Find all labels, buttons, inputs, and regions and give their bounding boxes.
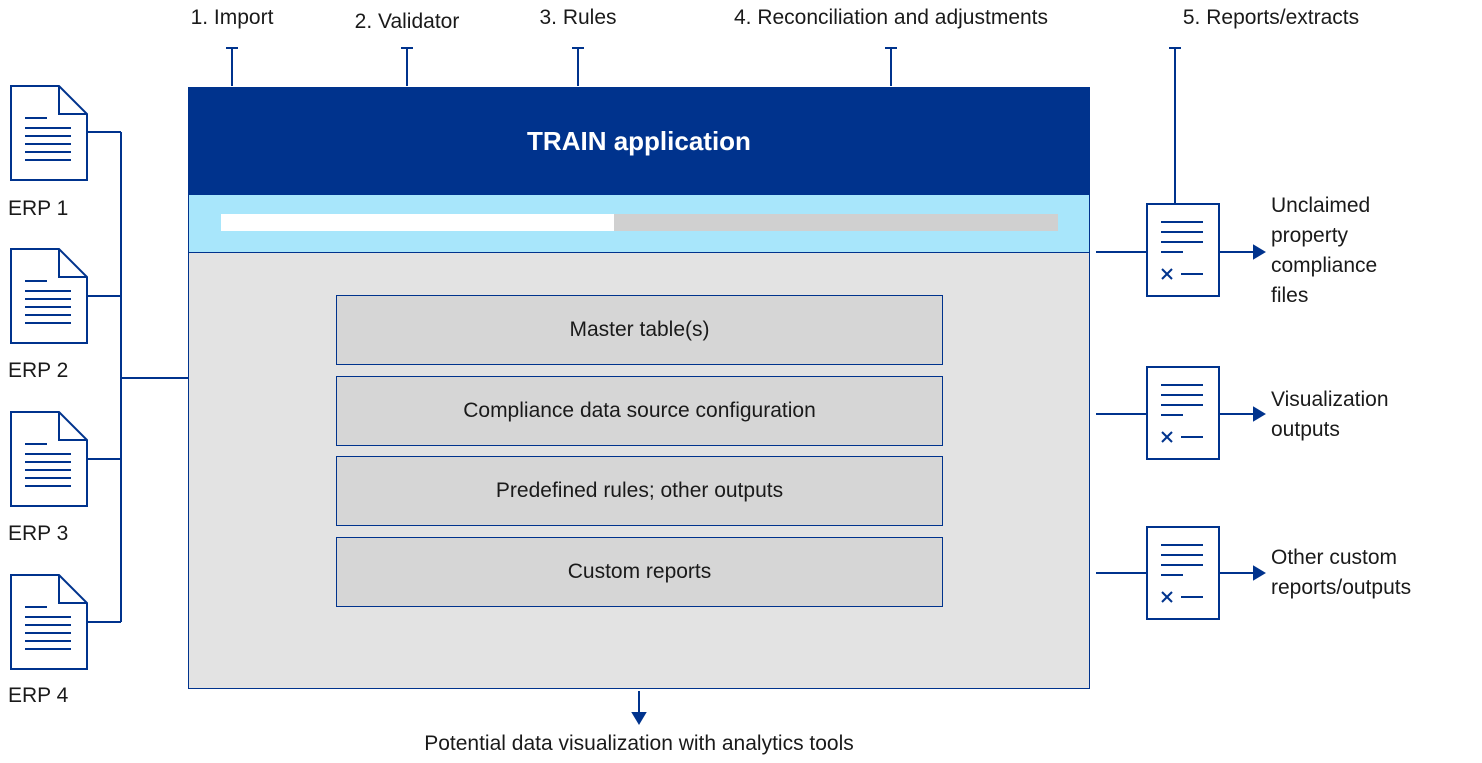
step-tick-5	[1169, 47, 1181, 203]
document-lines-icon	[10, 411, 88, 507]
module-predefined-rules: Predefined rules; other outputs	[336, 456, 943, 526]
output-label-custom: Other custom reports/outputs	[1271, 543, 1411, 603]
step-tick-4	[885, 47, 897, 86]
output-label-line: property	[1271, 224, 1349, 247]
output-label-line: Visualization	[1271, 388, 1389, 411]
erp-label-1: ERP 1	[8, 197, 69, 220]
output-label-line: files	[1271, 284, 1309, 307]
step-tick-2	[401, 47, 413, 86]
output-label-line: Other custom	[1271, 546, 1398, 569]
output-label-line: outputs	[1271, 418, 1340, 441]
arrow-right-icon	[1220, 565, 1266, 581]
step-tick-3	[572, 47, 584, 86]
document-lines-icon	[10, 248, 88, 344]
document-lines-icon	[10, 574, 88, 670]
arrow-down-icon	[631, 691, 647, 725]
arrow-right-icon	[1220, 406, 1266, 422]
step-label-reconciliation: 4. Reconciliation and adjustments	[733, 6, 1049, 29]
bottom-caption: Potential data visualization with analyt…	[424, 732, 854, 755]
step-label-import: 1. Import	[190, 6, 274, 29]
output-label-unclaimed: Unclaimed property compliance files	[1271, 191, 1377, 311]
document-check-icon	[1146, 526, 1220, 620]
step-label-rules: 3. Rules	[539, 6, 617, 29]
erp-label-2: ERP 2	[8, 359, 69, 382]
erp-label-4: ERP 4	[8, 684, 69, 707]
module-custom-reports: Custom reports	[336, 537, 943, 607]
progress-bar-fill	[221, 214, 615, 231]
step-label-reports: 5. Reports/extracts	[1182, 6, 1360, 29]
app-title: TRAIN application	[189, 88, 1089, 195]
output-label-line: Unclaimed	[1271, 194, 1371, 217]
document-check-icon	[1146, 203, 1220, 297]
document-lines-icon	[10, 85, 88, 181]
erp-bracket	[88, 131, 188, 623]
output-label-line: reports/outputs	[1271, 576, 1412, 599]
module-compliance-config: Compliance data source configuration	[336, 376, 943, 446]
step-tick-1	[226, 47, 238, 86]
step-label-validator: 2. Validator	[354, 10, 460, 33]
module-master-tables: Master table(s)	[336, 295, 943, 365]
output-label-visualization: Visualization outputs	[1271, 385, 1389, 445]
progress-bar	[221, 214, 1058, 231]
arrow-right-icon	[1220, 244, 1266, 260]
document-check-icon	[1146, 366, 1220, 460]
output-label-line: compliance	[1271, 254, 1378, 277]
erp-label-3: ERP 3	[8, 522, 69, 545]
